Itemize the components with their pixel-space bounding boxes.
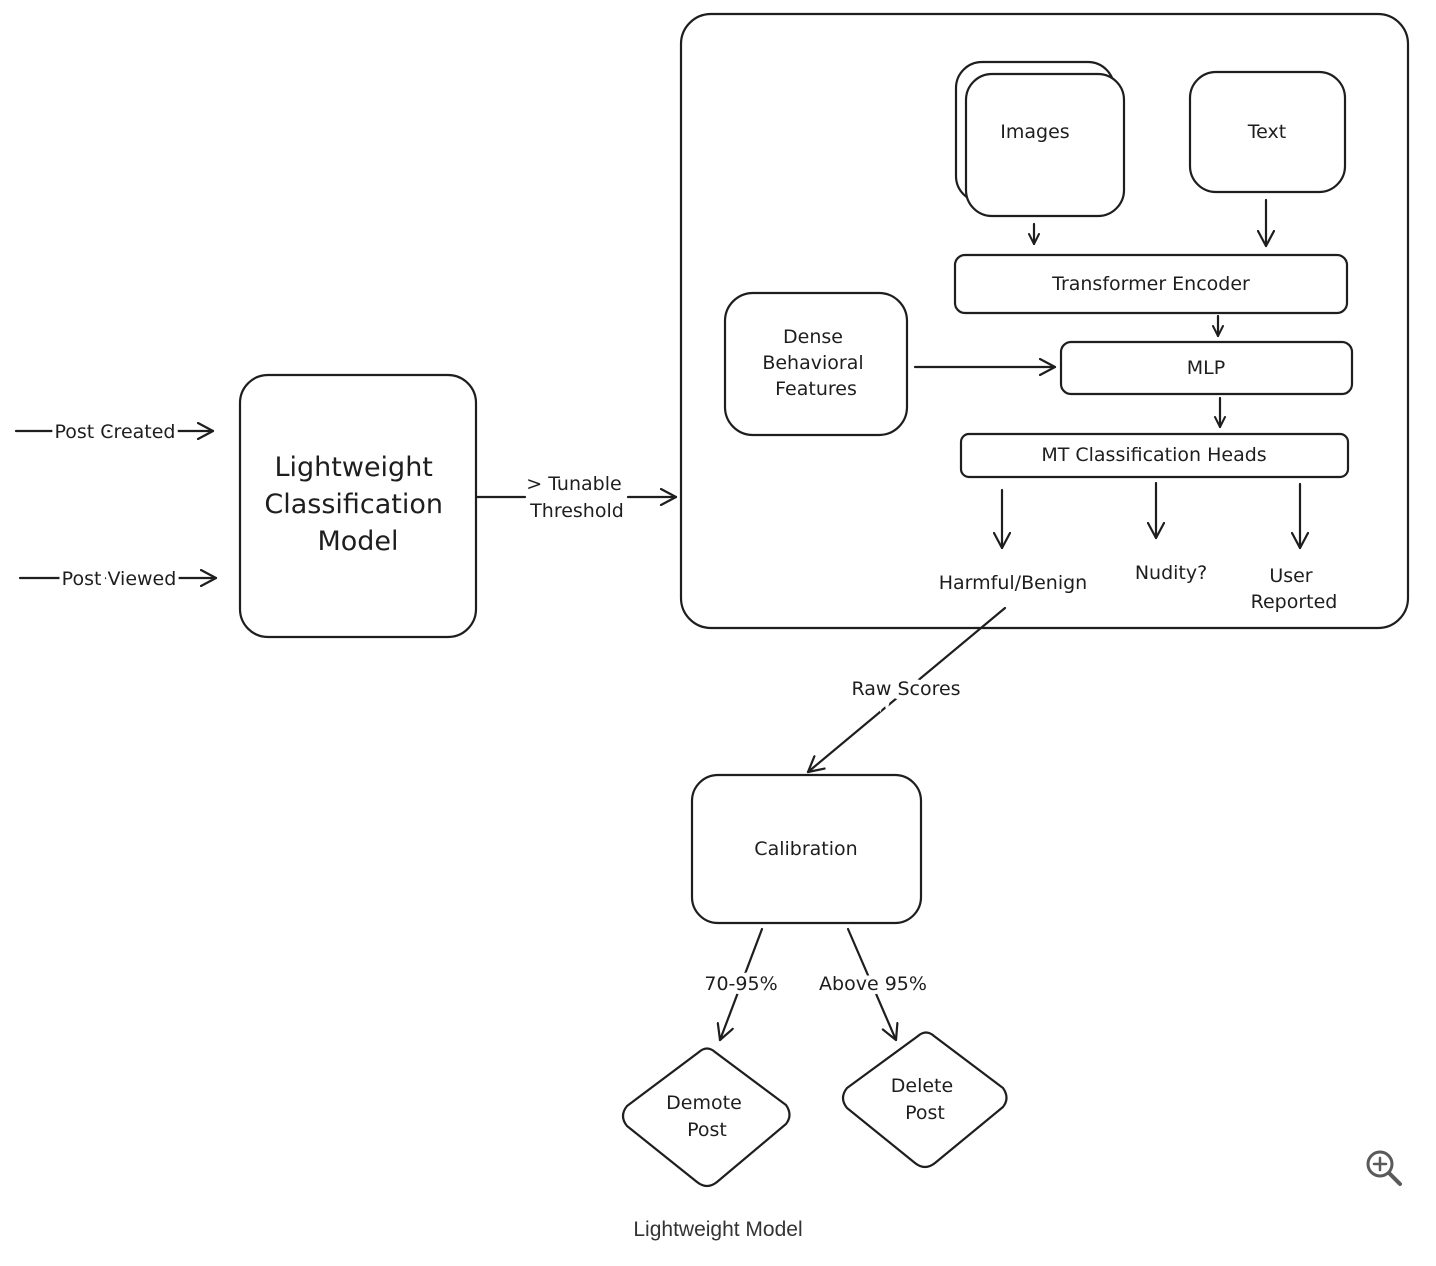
- mt-heads-box[interactable]: [959, 432, 1350, 479]
- post-created-label: Post Created: [55, 421, 176, 443]
- dense-features-box[interactable]: [723, 291, 909, 437]
- text-box[interactable]: [1188, 70, 1347, 194]
- range-70-95-label: 70-95%: [704, 973, 777, 995]
- figure-caption: Lightweight Model: [633, 1218, 803, 1241]
- calibration-to-delete-arrow: [846, 927, 896, 1042]
- delete-post-label: Delete Post: [891, 1075, 959, 1124]
- images-label: Images: [1000, 121, 1069, 143]
- post-viewed-label: Post Viewed: [62, 568, 177, 590]
- mlp-label: MLP: [1187, 357, 1225, 379]
- threshold-label: > Tunable Threshold: [526, 473, 627, 522]
- transformer-encoder-box[interactable]: [953, 253, 1349, 315]
- mlp-box[interactable]: [1059, 340, 1354, 396]
- demote-post-diamond[interactable]: [621, 1047, 791, 1188]
- dense-features-label: Dense Behavioral Features: [762, 326, 869, 400]
- calibration-to-demote-arrow: [720, 927, 764, 1042]
- raw-scores-arrow: [806, 606, 1007, 774]
- raw-scores-label: Raw Scores: [851, 678, 960, 700]
- transformer-encoder-label: Transformer Encoder: [1051, 273, 1250, 295]
- text-label: Text: [1247, 121, 1286, 143]
- user-reported-label: User Reported: [1251, 565, 1338, 613]
- delete-post-diamond[interactable]: [841, 1031, 1008, 1169]
- above-95-label: Above 95%: [819, 973, 927, 995]
- harmful-benign-label: Harmful/Benign: [939, 572, 1087, 594]
- calibration-label: Calibration: [754, 838, 857, 860]
- demote-post-label: Demote Post: [666, 1092, 748, 1141]
- images-box[interactable]: [964, 72, 1126, 218]
- lightweight-model-label: Lightweight Classification Model: [264, 452, 451, 557]
- lightweight-model-box[interactable]: [238, 373, 478, 639]
- zoom-in-button[interactable]: [1362, 1146, 1406, 1190]
- nudity-label: Nudity?: [1135, 562, 1207, 584]
- calibration-box[interactable]: [690, 773, 923, 925]
- zoom-in-icon: [1366, 1150, 1402, 1186]
- mt-heads-label: MT Classification Heads: [1041, 444, 1266, 466]
